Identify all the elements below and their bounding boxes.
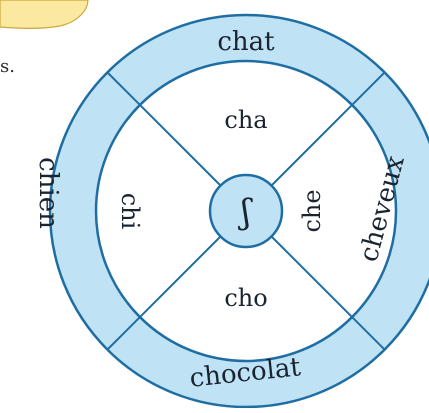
- syllable-bottom: cho: [224, 284, 267, 312]
- syllable-top: cha: [224, 106, 267, 134]
- word-left: chien: [33, 157, 63, 229]
- syllable-right: che: [298, 189, 326, 232]
- word-top: chat: [217, 27, 275, 57]
- cropped-text-fragment: s.: [0, 56, 15, 77]
- yellow-paper-corner-icon: [0, 0, 88, 28]
- syllable-left: chi: [116, 193, 144, 230]
